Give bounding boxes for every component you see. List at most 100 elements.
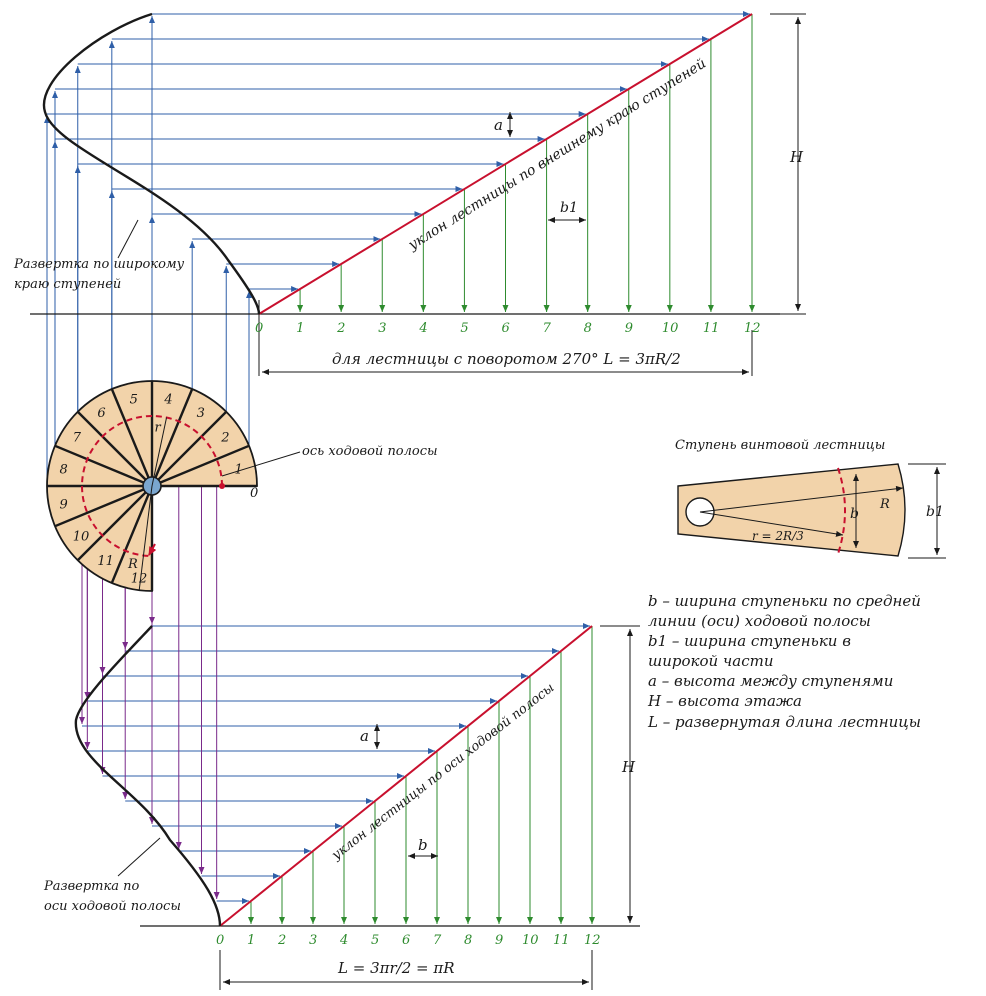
bottom-slope-label: уклон лестницы по оси ходовой полосы bbox=[328, 680, 557, 863]
plan-step-number-0: 0 bbox=[250, 486, 258, 501]
bottom-step-number-6: 6 bbox=[402, 933, 410, 948]
tread-R-arrow bbox=[699, 485, 904, 513]
bottom-unfold-leader bbox=[117, 837, 161, 877]
bottom-step-number-2: 2 bbox=[277, 933, 286, 948]
top-step-number-1: 1 bbox=[296, 321, 304, 336]
plan-walkline-arc bbox=[81, 415, 223, 557]
legend-line-6: H – высота этажа bbox=[647, 692, 802, 710]
plan-step-number-12: 12 bbox=[131, 571, 148, 586]
bottom-length-label: L = 3πr/2 = πR bbox=[337, 959, 455, 977]
tread-shape bbox=[677, 463, 906, 557]
top-step-number-10: 10 bbox=[662, 321, 679, 336]
bottom-step-number-9: 9 bbox=[495, 933, 503, 948]
plan-tread-edge-11 bbox=[110, 485, 154, 584]
plan-r-label: r bbox=[155, 421, 162, 436]
plan-axis-leader bbox=[221, 451, 301, 477]
bottom-horizontal-lines bbox=[82, 623, 590, 904]
tread-r-arrow bbox=[699, 511, 844, 537]
bottom-step-number-5: 5 bbox=[371, 933, 379, 948]
plan-step-number-5: 5 bbox=[130, 392, 138, 407]
tread-r-label: r = 2R/3 bbox=[752, 529, 804, 543]
bottom-step-number-12: 12 bbox=[584, 933, 601, 948]
top-step-number-7: 7 bbox=[543, 321, 552, 336]
bottom-step-number-10: 10 bbox=[522, 933, 539, 948]
plan-step-number-8: 8 bbox=[59, 463, 67, 478]
plan-tread-edge-3 bbox=[150, 388, 194, 487]
plan-tread-edge-5 bbox=[110, 388, 154, 487]
plan-tread-edge-1 bbox=[151, 444, 250, 488]
bottom-step-number-4: 4 bbox=[339, 933, 348, 948]
top-unfold-label-line2: краю ступеней bbox=[14, 277, 121, 292]
plan-step-number-1: 1 bbox=[235, 463, 243, 478]
bottom-unfold-label-line2: оси ходовой полосы bbox=[44, 899, 181, 914]
legend-line-5: a – высота между ступенями bbox=[648, 672, 893, 690]
plan-R-radius bbox=[138, 485, 153, 591]
plan-step-number-7: 7 bbox=[73, 430, 82, 445]
legend-line-1: b – ширина ступеньки по средней bbox=[648, 592, 921, 610]
plan-walkline-start-dot bbox=[219, 483, 225, 489]
plan-tread-edge-2 bbox=[151, 410, 228, 487]
bottom-slope-line bbox=[219, 625, 593, 927]
plan-walkline-arrow bbox=[148, 543, 157, 556]
plan-r-radius bbox=[151, 417, 168, 487]
bottom-unfold-label-line1: Развертка по bbox=[43, 879, 140, 894]
plan-step-number-6: 6 bbox=[97, 406, 105, 421]
legend-line-4: широкой части bbox=[648, 652, 773, 670]
plan-R-label: R bbox=[127, 557, 138, 572]
plan-tread-edge-10 bbox=[76, 485, 153, 562]
top-step-number-9: 9 bbox=[625, 321, 633, 336]
top-unfold-label-line1: Развертка по широкому bbox=[13, 257, 185, 272]
bottom-step-number-11: 11 bbox=[553, 933, 570, 948]
top-step-number-5: 5 bbox=[460, 321, 468, 336]
plan-step-number-10: 10 bbox=[73, 530, 90, 545]
tread-title: Ступень винтовой лестницы bbox=[675, 438, 885, 453]
top-step-number-8: 8 bbox=[584, 321, 592, 336]
top-vertical-lines bbox=[297, 14, 755, 312]
bottom-step-number-8: 8 bbox=[464, 933, 472, 948]
tread-middle-line bbox=[837, 467, 846, 555]
top-a-label: a bbox=[494, 116, 503, 134]
top-step-number-0: 0 bbox=[255, 321, 263, 336]
legend: b – ширина ступеньки по средней линии (о… bbox=[647, 592, 921, 731]
top-step-number-2: 2 bbox=[336, 321, 345, 336]
plan-axis-label: ось ходовой полосы bbox=[302, 444, 438, 459]
bottom-step-number-7: 7 bbox=[433, 933, 442, 948]
plan-tread-edge-7 bbox=[54, 444, 153, 488]
tread-b1-label: b1 bbox=[926, 504, 944, 520]
top-slope-line bbox=[258, 13, 753, 315]
bottom-step-number-0: 0 bbox=[216, 933, 224, 948]
plan-step-number-11: 11 bbox=[97, 554, 114, 569]
bottom-b-label: b bbox=[418, 836, 428, 854]
bottom-H-label: H bbox=[621, 758, 636, 776]
bottom-vertical-lines bbox=[248, 626, 595, 924]
top-unfold-leader bbox=[117, 219, 139, 259]
top-step-number-3: 3 bbox=[378, 321, 386, 336]
plan-step-number-4: 4 bbox=[163, 392, 172, 407]
top-length-label: для лестницы с поворотом 270° L = 3πR/2 bbox=[332, 350, 681, 368]
tread-R-label: R bbox=[879, 497, 890, 512]
top-step-number-4: 4 bbox=[418, 321, 427, 336]
bottom-unfold-curve bbox=[74, 625, 222, 927]
top-step-number-11: 11 bbox=[703, 321, 720, 336]
bottom-step-number-1: 1 bbox=[247, 933, 255, 948]
top-step-number-6: 6 bbox=[502, 321, 510, 336]
plan-tread-edge-6 bbox=[76, 410, 153, 487]
tread-b-label: b bbox=[850, 506, 859, 522]
plan-step-number-3: 3 bbox=[197, 406, 205, 421]
top-b1-label: b1 bbox=[560, 200, 578, 216]
bottom-a-label: a bbox=[360, 727, 369, 745]
legend-line-3: b1 – ширина ступеньки в bbox=[648, 632, 851, 650]
top-unfold-curve bbox=[42, 12, 261, 315]
top-horizontal-lines bbox=[47, 11, 750, 292]
legend-line-2: линии (оси) ходовой полосы bbox=[648, 612, 871, 630]
plan-tread-edge-9 bbox=[54, 484, 153, 528]
top-slope-label: уклон лестницы по внешнему краю ступеней bbox=[405, 56, 709, 254]
bottom-step-number-3: 3 bbox=[309, 933, 317, 948]
plan-step-number-2: 2 bbox=[220, 430, 229, 445]
plan-step-number-9: 9 bbox=[59, 497, 67, 512]
top-H-label: H bbox=[789, 148, 804, 166]
